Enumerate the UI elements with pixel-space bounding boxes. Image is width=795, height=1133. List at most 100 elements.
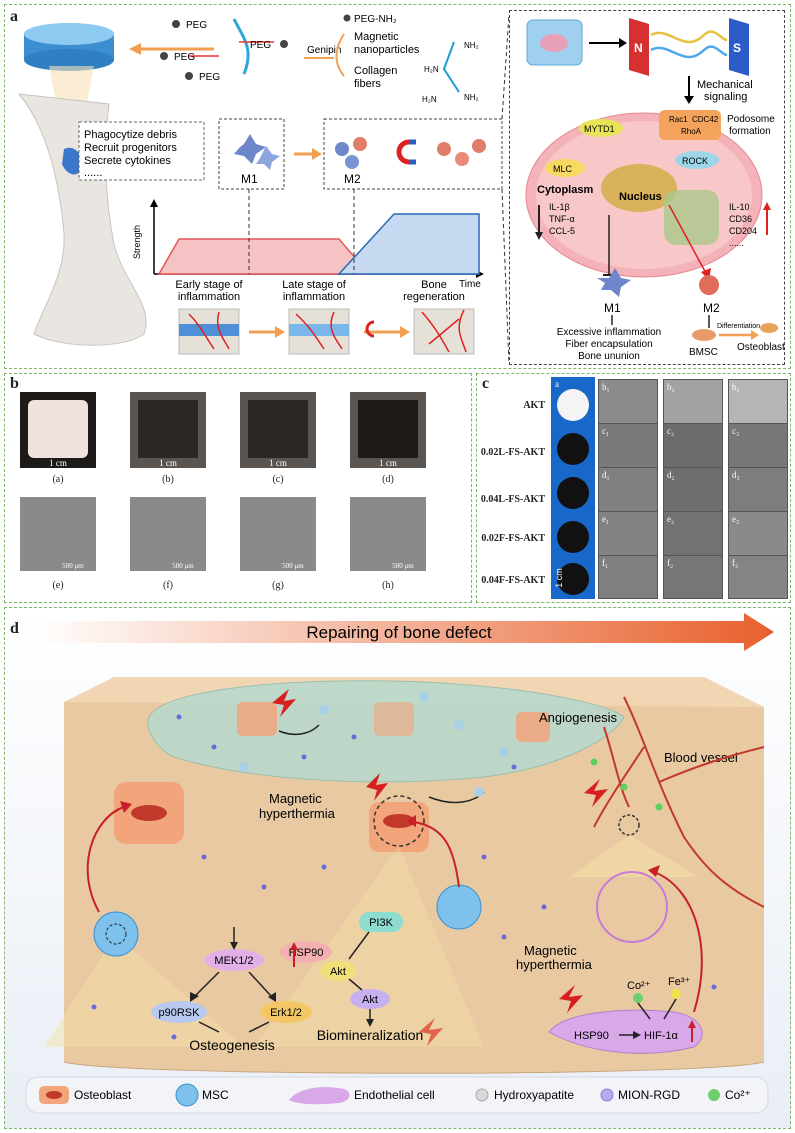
erk-label: Erk1/2 bbox=[270, 1007, 302, 1019]
row-label-akt: AKT bbox=[523, 400, 545, 411]
cobalt-particles bbox=[590, 758, 663, 811]
biomineralization-label: Biomineralization bbox=[317, 1027, 424, 1043]
tile-c3: c₃ bbox=[732, 426, 740, 436]
sem-scale-g: 500 μm bbox=[282, 562, 304, 570]
peg-nh2-label: PEG-NH₂ bbox=[354, 14, 397, 25]
mh1-label-a: Magnetic bbox=[269, 791, 322, 806]
peg-label-1: PEG bbox=[186, 20, 207, 31]
blood-vessel-icon bbox=[593, 696, 765, 908]
akt-label: Akt bbox=[330, 966, 346, 978]
tile-b2: b₂ bbox=[667, 382, 675, 392]
tile-e2: e₂ bbox=[667, 514, 675, 524]
hsp90b-label: HSP90 bbox=[574, 1030, 609, 1042]
panel-d-diagram: Repairing of bone defect Magnetic hypert… bbox=[25, 613, 774, 1114]
outcome-1: Excessive inflammation bbox=[557, 327, 661, 338]
bmsc-label: BMSC bbox=[689, 347, 718, 358]
implant-stage-icons bbox=[178, 308, 475, 355]
legend-msc: MSC bbox=[202, 1088, 229, 1102]
tile-d3: d₃ bbox=[732, 470, 740, 480]
nh2-label-1: NH₂ bbox=[464, 41, 479, 50]
peg-label-4: PEG bbox=[199, 72, 220, 83]
il10-label: IL-10 bbox=[729, 202, 750, 212]
mytd1-label: MYTD1 bbox=[584, 124, 615, 134]
function-1: Phagocytize debris bbox=[84, 129, 177, 141]
row-label-004f: 0.04F-FS-AKT bbox=[481, 575, 545, 586]
function-4: ...... bbox=[84, 167, 102, 179]
row-label-002l: 0.02L-FS-AKT bbox=[480, 447, 545, 458]
cdc42-label: CDC42 bbox=[692, 115, 719, 124]
panel-a-label: a bbox=[10, 8, 18, 25]
stage-3a: Bone bbox=[421, 279, 447, 291]
hydrogel-disk-icon bbox=[24, 23, 114, 71]
osteoblast-cells bbox=[114, 702, 550, 852]
mh1-label-b: hyperthermia bbox=[259, 806, 336, 821]
magnet-icon bbox=[396, 139, 416, 165]
fe-label: Fe³⁺ bbox=[668, 976, 691, 988]
hif-label: HIF-1α bbox=[644, 1030, 679, 1042]
sem-e bbox=[20, 497, 96, 571]
endothelial-cell bbox=[548, 1009, 703, 1054]
stage-1b: inflammation bbox=[178, 291, 240, 303]
podosome-label-1: Podosome bbox=[727, 114, 775, 125]
caption-d: (d) bbox=[382, 474, 394, 485]
sem-g bbox=[240, 497, 316, 571]
tile-e1: e₁ bbox=[602, 514, 610, 524]
nucleus-shape bbox=[601, 164, 677, 212]
panel-a bbox=[4, 4, 791, 369]
magnet-n-label: N bbox=[634, 41, 643, 55]
mlc-label: MLC bbox=[553, 164, 573, 174]
stage-2b: inflammation bbox=[283, 291, 345, 303]
tile-e3: e₃ bbox=[732, 514, 740, 524]
podosome-label-2: formation bbox=[729, 126, 771, 137]
caption-a: (a) bbox=[52, 474, 64, 485]
h2n-label-1: H₂N bbox=[424, 65, 439, 74]
caption-c: (c) bbox=[272, 474, 284, 485]
hydroxyapatite-particles bbox=[239, 692, 509, 797]
peg-label-3: PEG bbox=[250, 40, 271, 51]
osteogenesis-label: Osteogenesis bbox=[189, 1037, 275, 1053]
m1-macrophage-icon bbox=[597, 268, 631, 297]
co-label: Co²⁺ bbox=[627, 980, 651, 992]
tile-f1: f₁ bbox=[602, 558, 609, 568]
mech-signal-2: signaling bbox=[704, 91, 747, 103]
mek-label: MEK1/2 bbox=[214, 955, 253, 967]
il1b-label: IL-1β bbox=[549, 202, 570, 212]
msc-cells bbox=[93, 884, 482, 957]
panel-c bbox=[476, 373, 791, 603]
blood-vessel-label: Blood vessel bbox=[664, 750, 738, 765]
sample-strip: a 1 cm bbox=[551, 377, 595, 599]
row-label-002f: 0.02F-FS-AKT bbox=[481, 533, 545, 544]
panel-a-diagram: PEG PEG PEG PEG PEG-NH₂ Genipin Magnetic… bbox=[17, 13, 509, 365]
caption-b: (b) bbox=[162, 474, 174, 485]
m2-label: M2 bbox=[344, 172, 361, 186]
inflammation-curve bbox=[157, 238, 371, 275]
scale-b: 1 cm bbox=[159, 458, 177, 468]
outcome-2: Fiber encapsulation bbox=[565, 339, 652, 350]
m1-cells-icon bbox=[234, 134, 280, 170]
rac1-label: Rac1 bbox=[669, 115, 688, 124]
nucleus-label: Nucleus bbox=[619, 191, 662, 203]
photo-a bbox=[20, 392, 96, 468]
regeneration-curve bbox=[337, 213, 480, 275]
m2-macrophage-icon bbox=[699, 275, 719, 295]
mh2-label-a: Magnetic bbox=[524, 943, 577, 958]
cd204-label: CD204 bbox=[729, 226, 757, 236]
caption-e: (e) bbox=[52, 580, 64, 591]
stage-1a: Early stage of bbox=[175, 279, 243, 291]
collagen-label: Collagen bbox=[354, 65, 397, 77]
legend-hydroxyapatite: Hydroxyapatite bbox=[494, 1088, 574, 1102]
tissue-block bbox=[64, 702, 764, 1074]
dots-label: ...... bbox=[729, 238, 744, 248]
function-3: Secrete cytokines bbox=[84, 155, 171, 167]
mech-m1-label: M1 bbox=[604, 301, 621, 315]
tnfa-label: TNF-α bbox=[549, 214, 575, 224]
angiogenesis-label: Angiogenesis bbox=[539, 710, 618, 725]
panel-c-label: c bbox=[482, 375, 490, 392]
legend-endothelial: Endothelial cell bbox=[354, 1088, 435, 1102]
stage-2a: Late stage of bbox=[282, 279, 347, 291]
rock-label: ROCK bbox=[682, 156, 708, 166]
caption-h: (h) bbox=[382, 580, 394, 591]
tile-b1: b₁ bbox=[602, 382, 610, 392]
tile-c2: c₂ bbox=[667, 426, 675, 436]
row-label-004l: 0.04L-FS-AKT bbox=[480, 494, 545, 505]
